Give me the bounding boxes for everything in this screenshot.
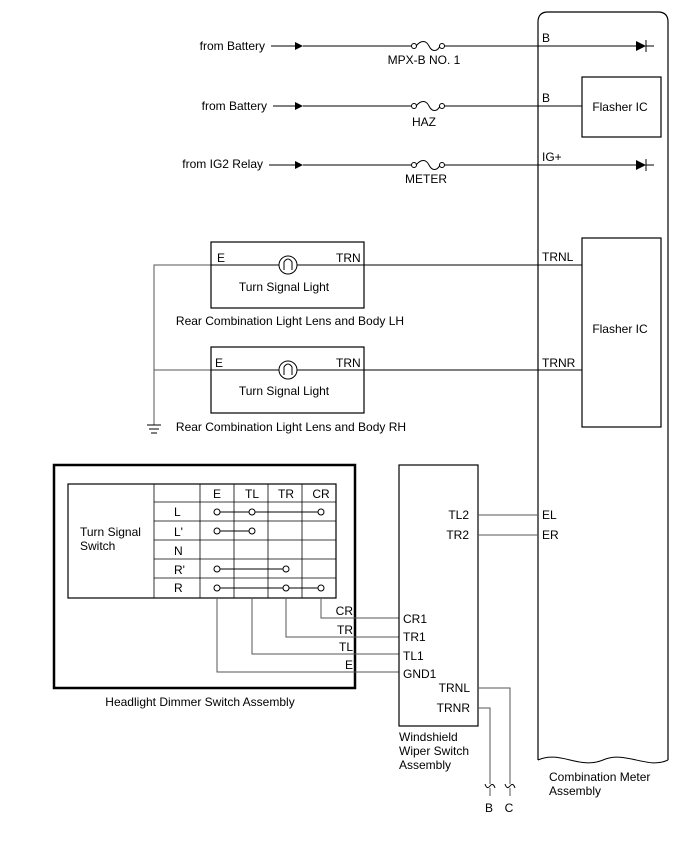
pin-gnd1: GND1 (403, 667, 437, 681)
combination-meter-outline (537, 11, 669, 760)
col-tr: TR (278, 487, 294, 501)
pin-tr2: TR2 (446, 528, 469, 542)
wiper-label-1: Windshield (399, 730, 458, 744)
wire-label-cr: CR (336, 604, 354, 618)
flasher-ic-label-2: Flasher IC (592, 322, 648, 336)
headlight-dimmer-switch-box (52, 463, 357, 690)
row-n: N (174, 544, 183, 558)
pin-label-ig: IG+ (542, 150, 562, 164)
diode-icon (636, 41, 646, 51)
fuse-icon (411, 162, 417, 168)
pin-trnr-wiper: TRNR (437, 701, 471, 715)
pin-label-b2: B (542, 91, 550, 105)
wiper-label-2: Wiper Switch (399, 744, 469, 758)
col-e: E (213, 487, 221, 501)
break-mark (484, 783, 496, 789)
col-cr: CR (312, 487, 330, 501)
pin-trn-rh: TRN (336, 356, 361, 370)
switch-title-1: Turn Signal (80, 525, 141, 539)
pin-e-lh: E (217, 251, 225, 265)
pin-er: ER (542, 528, 559, 542)
source-row-2: from Battery HAZ B Flasher IC (202, 76, 662, 138)
row-l: L (174, 505, 181, 519)
flasher-ic-box-2 (581, 237, 662, 428)
fuse-icon (411, 103, 417, 109)
wiper-switch-box (398, 464, 479, 727)
pin-trnl: TRNL (542, 250, 574, 264)
headlight-dimmer-label: Headlight Dimmer Switch Assembly (105, 695, 294, 709)
ground-wire (153, 264, 211, 425)
pin-trn-lh: TRN (336, 251, 361, 265)
row-l-prime: L' (174, 525, 183, 539)
lamp-label-rh: Turn Signal Light (239, 384, 330, 398)
pin-tl1: TL1 (403, 649, 424, 663)
connector-c: C (505, 801, 514, 815)
switch-title-2: Switch (80, 539, 115, 553)
wiper-label-3: Assembly (399, 758, 451, 772)
rear-light-lh: E TRN Turn Signal Light Rear Combination… (176, 241, 582, 328)
turn-signal-switch-table: Turn Signal Switch E TL TR CR L L' N R' … (67, 483, 337, 599)
source-label-1: from Battery (200, 39, 265, 53)
combination-meter-break (537, 756, 669, 764)
meter-label-1: Combination Meter (549, 770, 650, 784)
flasher-ic-label-1: Flasher IC (592, 100, 648, 114)
connector-b: B (485, 801, 493, 815)
row-r: R (174, 581, 183, 595)
row-r-prime: R' (174, 563, 185, 577)
flasher-ic-box-1 (581, 76, 662, 138)
rear-light-rh: E TRN Turn Signal Light Rear Combination… (176, 346, 582, 434)
col-tl: TL (245, 487, 259, 501)
pin-tl2: TL2 (448, 508, 469, 522)
lamp-assembly-rh: Rear Combination Light Lens and Body RH (176, 420, 406, 434)
arrow-icon (295, 42, 303, 50)
pin-trnr: TRNR (542, 356, 576, 370)
diode-icon (636, 160, 646, 170)
wire-label-e: E (345, 658, 353, 672)
pin-trnl-wiper: TRNL (439, 681, 471, 695)
source-row-3: from IG2 Relay METER IG+ (182, 150, 654, 186)
fuse-label-2: HAZ (412, 115, 436, 129)
pin-label-b1: B (542, 31, 550, 45)
lamp-label-lh: Turn Signal Light (239, 280, 330, 294)
wire-label-tr: TR (337, 623, 353, 637)
ground-icon (147, 424, 161, 434)
arrow-icon (295, 102, 303, 110)
fuse-icon (411, 43, 417, 49)
fuse-label-3: METER (405, 172, 447, 186)
pin-tr1: TR1 (403, 630, 426, 644)
source-label-2: from Battery (202, 99, 267, 113)
lamp-assembly-lh: Rear Combination Light Lens and Body LH (176, 314, 404, 328)
break-mark (504, 783, 516, 789)
arrow-icon (295, 161, 303, 169)
pin-cr1: CR1 (403, 612, 427, 626)
wire-label-tl: TL (339, 640, 353, 654)
fuse-label-1: MPX-B NO. 1 (388, 53, 461, 67)
meter-label-2: Assembly (549, 784, 601, 798)
pin-e-rh: E (215, 356, 223, 370)
source-label-3: from IG2 Relay (182, 157, 263, 171)
source-row-1: from Battery MPX-B NO. 1 B (200, 31, 654, 67)
pin-el: EL (542, 508, 557, 522)
